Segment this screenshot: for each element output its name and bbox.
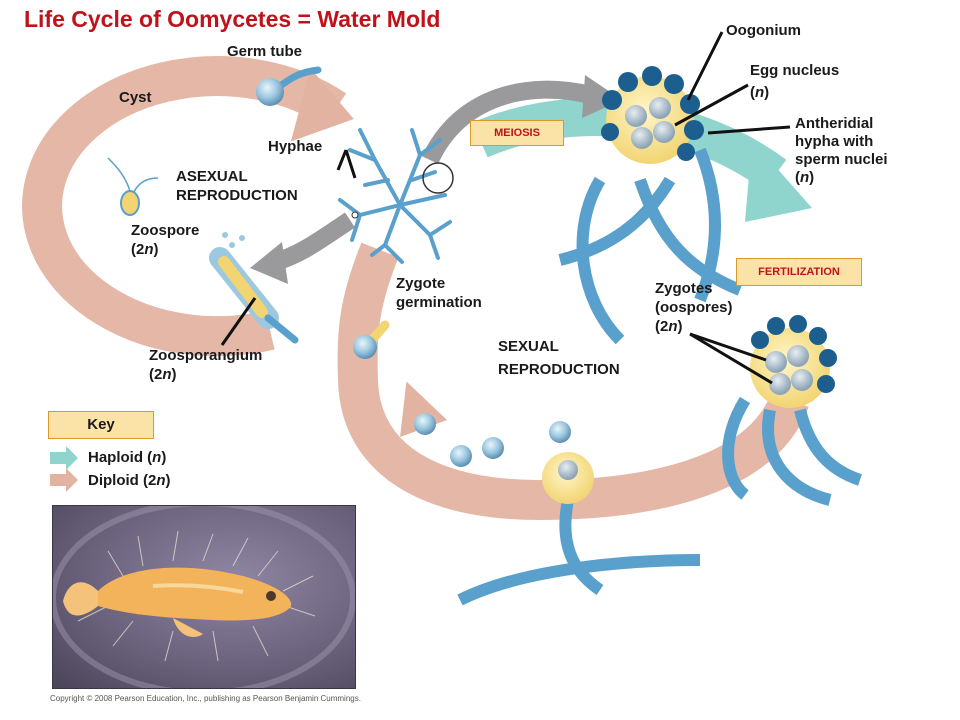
label-zoosporangium: Zoosporangium (2n) — [149, 346, 262, 384]
ploidy-n: n — [668, 318, 678, 335]
zygote-germinating — [353, 320, 390, 359]
label-antheridial-ploidy: (n) — [795, 169, 888, 187]
label-zygote-germ-line2: germination — [396, 294, 482, 311]
label-zygote-germination: Zygote germination — [396, 274, 482, 312]
hyphae-mycelium — [338, 128, 452, 264]
key-haploid-pre: Haploid ( — [88, 449, 153, 466]
label-antheridial-line3: sperm nuclei — [795, 151, 888, 168]
label-egg-nucleus: Egg nucleus (n) — [750, 60, 839, 104]
asexual-cycle-arrow — [22, 56, 354, 357]
label-antheridial-line1: Antheridial — [795, 115, 874, 132]
key-title: Key — [48, 411, 154, 439]
label-sexual-reproduction: SEXUAL REPRODUCTION — [498, 335, 620, 381]
label-oogonium: Oogonium — [726, 22, 801, 39]
germ-tube-cyst — [256, 66, 322, 106]
key-diploid-n: n — [156, 472, 166, 489]
zoosporangium-cell — [209, 232, 299, 344]
key-haploid-post: ) — [161, 449, 167, 466]
label-cyst: Cyst — [119, 89, 152, 106]
label-zygote-germ-line1: Zygote — [396, 275, 446, 292]
ploidy-post: ) — [809, 169, 815, 186]
label-zygotes-line1: Zygotes — [655, 280, 713, 297]
oogonium-with-antheridia — [558, 66, 743, 345]
oogonium-with-oospores — [722, 315, 863, 506]
label-zoosporangium-line1: Zoosporangium — [149, 347, 263, 364]
label-zoospore: Zoospore (2n) — [131, 221, 199, 259]
ploidy-n: n — [800, 169, 810, 186]
fertilization-tag: FERTILIZATION — [736, 258, 862, 286]
label-pointers — [220, 31, 791, 385]
gray-arrow-zoospore-release — [250, 212, 355, 284]
oogonium-releasing-oospores — [414, 413, 701, 606]
copyright-notice: Copyright © 2008 Pearson Education, Inc.… — [50, 694, 361, 703]
ploidy-pre: ( — [795, 169, 800, 186]
key-haploid-n: n — [152, 449, 162, 466]
ploidy-post: ) — [677, 318, 683, 335]
ploidy-pre: (2 — [131, 241, 145, 258]
ploidy-pre: (2 — [655, 318, 669, 335]
label-zoosporangium-ploidy: (2n) — [149, 365, 262, 384]
label-asexual-line1: ASEXUAL — [176, 168, 248, 185]
label-asexual-line2: REPRODUCTION — [176, 187, 298, 204]
label-antheridial-line2: hypha with — [795, 133, 874, 150]
label-sexual-line2: REPRODUCTION — [498, 361, 620, 378]
label-asexual-reproduction: ASEXUAL REPRODUCTION — [176, 167, 298, 205]
key-haploid-arrow — [50, 446, 78, 470]
label-zygotes-ploidy: (2n) — [655, 317, 733, 336]
meiosis-tag: MEIOSIS — [470, 120, 564, 146]
key-diploid-label: Diploid (2n) — [88, 471, 171, 490]
key-diploid-arrow — [50, 468, 78, 492]
label-zoospore-line1: Zoospore — [131, 222, 200, 239]
infected-fish-photo — [52, 505, 356, 689]
ploidy-pre: ( — [750, 84, 755, 101]
label-sexual-line1: SEXUAL — [498, 338, 559, 355]
ploidy-n: n — [162, 366, 172, 383]
zoospore-cell — [107, 157, 159, 216]
label-zygotes: Zygotes (oospores) (2n) — [655, 279, 733, 336]
label-zoospore-ploidy: (2n) — [131, 240, 199, 259]
diagram-title: Life Cycle of Oomycetes = Water Mold — [24, 6, 441, 32]
ploidy-n: n — [144, 241, 154, 258]
ploidy-post: ) — [153, 241, 159, 258]
label-hyphae: Hyphae — [268, 138, 323, 155]
ploidy-post: ) — [764, 84, 770, 101]
gray-arrow-meiosis — [421, 75, 622, 165]
label-zygotes-line2: (oospores) — [655, 299, 733, 316]
label-germ-tube: Germ tube — [227, 43, 303, 60]
label-egg-nucleus-ploidy: (n) — [750, 82, 839, 104]
key-diploid-pre: Diploid (2 — [88, 472, 157, 489]
label-antheridial-hypha: Antheridial hypha with sperm nuclei (n) — [795, 115, 888, 187]
ploidy-pre: (2 — [149, 366, 163, 383]
ploidy-n: n — [755, 84, 765, 101]
label-egg-nucleus-line1: Egg nucleus — [750, 62, 840, 79]
key-haploid-label: Haploid (n) — [88, 448, 166, 467]
ploidy-post: ) — [171, 366, 177, 383]
key-diploid-post: ) — [165, 472, 171, 489]
fish-illustration — [53, 506, 355, 688]
